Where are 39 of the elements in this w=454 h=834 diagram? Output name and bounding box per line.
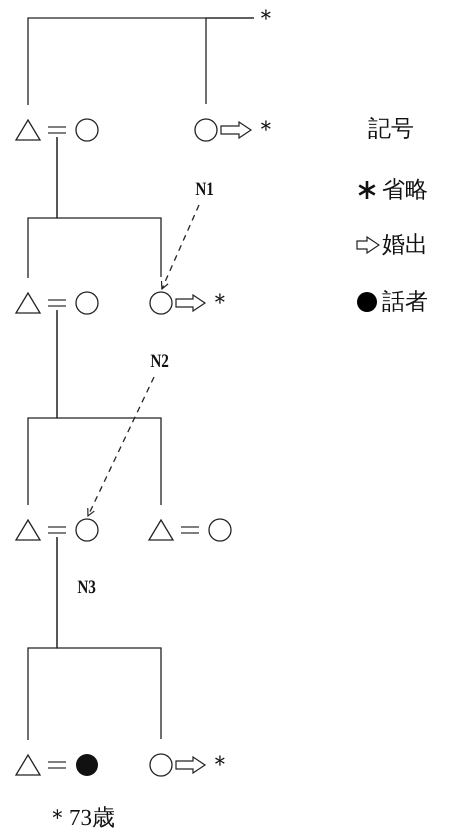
- female-circle: [194, 118, 218, 142]
- descent-line: [205, 17, 254, 104]
- marriage-sign: [47, 525, 67, 535]
- leader-arrow: [87, 376, 155, 517]
- marriage-sign: [47, 298, 67, 308]
- descent-line: [56, 310, 162, 505]
- hollow-arrow: [220, 120, 252, 140]
- female-circle: [75, 118, 99, 142]
- node-label: ＊: [254, 6, 278, 32]
- node-label: N1: [192, 179, 218, 201]
- legend-label: 話者: [382, 290, 428, 313]
- legend-title: 記号: [368, 117, 414, 140]
- marriage-sign: [180, 525, 200, 535]
- female-circle: [149, 753, 173, 777]
- female-circle: [75, 291, 99, 315]
- node-label: N2: [147, 351, 173, 373]
- hollow-arrow: [175, 756, 206, 774]
- marriage-sign: [47, 760, 67, 770]
- legend-label: 省略: [382, 178, 428, 201]
- male-triangle: [148, 519, 174, 541]
- legend-label: 婚出: [382, 233, 428, 256]
- male-triangle: [15, 292, 41, 314]
- female-circle: [75, 518, 99, 542]
- node-label: ＊: [208, 752, 232, 778]
- descent-line: [56, 137, 162, 277]
- male-triangle: [15, 754, 41, 776]
- female-circle: [149, 291, 173, 315]
- speaker-dot: [75, 753, 99, 777]
- hollow-arrow: [175, 294, 206, 312]
- note-text: ＊73歳: [46, 806, 115, 829]
- generation-label: N3: [77, 578, 96, 597]
- node-label: ＊: [254, 117, 278, 143]
- male-triangle: [15, 519, 41, 541]
- female-circle: [208, 518, 232, 542]
- node-label: ＊: [208, 290, 232, 316]
- male-triangle: [15, 119, 41, 141]
- leader-arrow: [160, 204, 200, 290]
- descent-line: [56, 537, 162, 739]
- marriage-sign: [47, 125, 67, 135]
